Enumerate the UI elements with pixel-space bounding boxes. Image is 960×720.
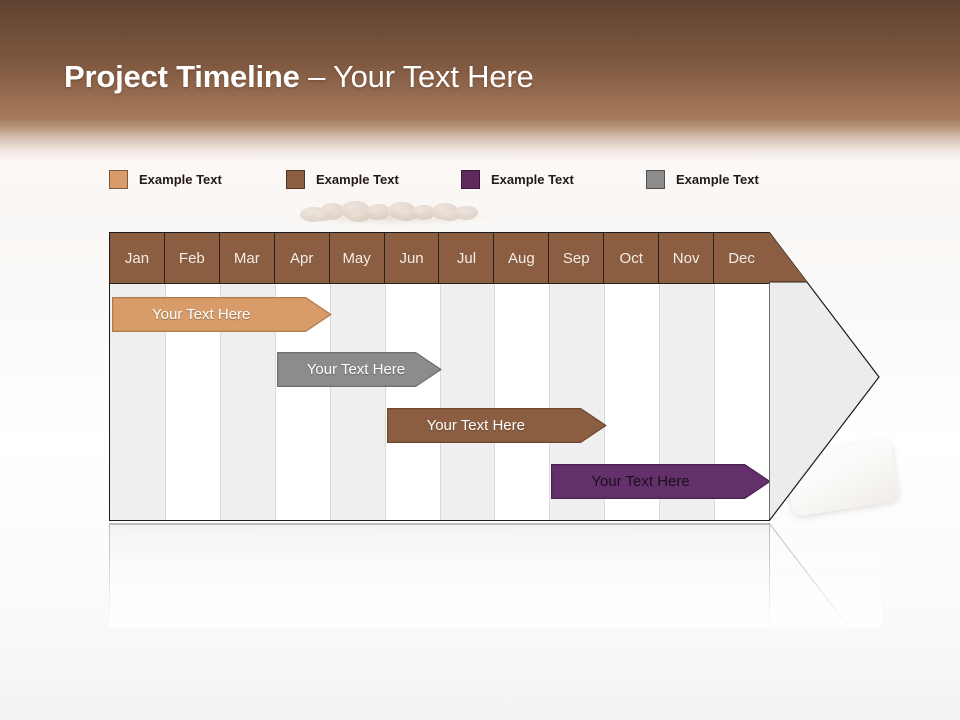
month-header-mar[interactable]: Mar bbox=[220, 233, 275, 283]
legend-swatch-icon bbox=[286, 170, 305, 189]
pebble-shape bbox=[341, 201, 369, 219]
chart-reflection bbox=[109, 523, 881, 627]
legend-item-2[interactable]: Example Text bbox=[286, 170, 399, 192]
page-title: Project Timeline – Your Text Here bbox=[64, 59, 534, 95]
page-title-strong: Project Timeline bbox=[64, 59, 300, 94]
task-bar-1[interactable]: Your Text Here bbox=[112, 297, 332, 332]
task-bar-3[interactable]: Your Text Here bbox=[386, 408, 607, 443]
legend-item-label: Example Text bbox=[491, 172, 574, 187]
reflection-fade bbox=[109, 523, 881, 627]
column-separator bbox=[274, 284, 276, 520]
legend-item-label: Example Text bbox=[316, 172, 399, 187]
legend-item-label: Example Text bbox=[139, 172, 222, 187]
reflection-arrow bbox=[768, 523, 881, 626]
legend-item-4[interactable]: Example Text bbox=[646, 170, 759, 192]
pebble-shape bbox=[320, 203, 344, 220]
pebble-shape bbox=[300, 207, 326, 222]
legend-swatch-icon bbox=[461, 170, 480, 189]
month-header-jul[interactable]: Jul bbox=[440, 233, 495, 283]
pebbles-decoration bbox=[296, 198, 488, 224]
pebble-shape bbox=[454, 206, 478, 220]
month-header-apr[interactable]: Apr bbox=[275, 233, 330, 283]
timeline-arrow-head bbox=[769, 232, 881, 521]
legend: Example Text Example Text Example Text Exam… bbox=[109, 170, 829, 194]
column-separator bbox=[164, 284, 166, 520]
column-separator bbox=[494, 284, 496, 520]
pebble-shadow bbox=[286, 210, 498, 226]
pebble-shape bbox=[396, 210, 417, 221]
legend-item-label: Example Text bbox=[676, 172, 759, 187]
month-header-may[interactable]: May bbox=[330, 233, 385, 283]
column-separator bbox=[439, 284, 441, 520]
column-separator bbox=[329, 284, 331, 520]
column-separator bbox=[714, 284, 716, 520]
pebble-shape bbox=[388, 202, 415, 219]
column-separator bbox=[384, 284, 386, 520]
month-header-jan[interactable]: Jan bbox=[110, 233, 165, 283]
pebble-shape bbox=[440, 210, 460, 221]
month-header-feb[interactable]: Feb bbox=[165, 233, 220, 283]
month-header-jun[interactable]: Jun bbox=[385, 233, 440, 283]
legend-item-3[interactable]: Example Text bbox=[461, 170, 574, 192]
task-bar-4[interactable]: Your Text Here bbox=[551, 464, 772, 499]
pebble-shape bbox=[432, 203, 458, 220]
task-bar-2[interactable]: Your Text Here bbox=[276, 352, 442, 388]
reflection-grid bbox=[109, 523, 770, 625]
page-title-separator: – bbox=[299, 59, 334, 94]
month-header-sep[interactable]: Sep bbox=[549, 233, 605, 283]
legend-swatch-icon bbox=[109, 170, 128, 189]
month-header-oct[interactable]: Oct bbox=[604, 233, 660, 283]
column-separator bbox=[549, 284, 551, 520]
month-header-dec[interactable]: Dec bbox=[728, 249, 755, 267]
pebble-shape bbox=[412, 205, 435, 220]
column-separator bbox=[219, 284, 221, 520]
column-separator bbox=[659, 284, 661, 520]
month-header-nov[interactable]: Nov bbox=[659, 233, 715, 283]
pebble-shape bbox=[312, 210, 332, 221]
legend-item-1[interactable]: Example Text bbox=[109, 170, 222, 192]
month-header-aug[interactable]: Aug bbox=[494, 233, 550, 283]
column-separator bbox=[604, 284, 606, 520]
pebble-shape bbox=[366, 204, 390, 220]
pebble-shape bbox=[348, 211, 370, 222]
legend-swatch-icon bbox=[646, 170, 665, 189]
page-title-light: Your Text Here bbox=[333, 59, 534, 94]
